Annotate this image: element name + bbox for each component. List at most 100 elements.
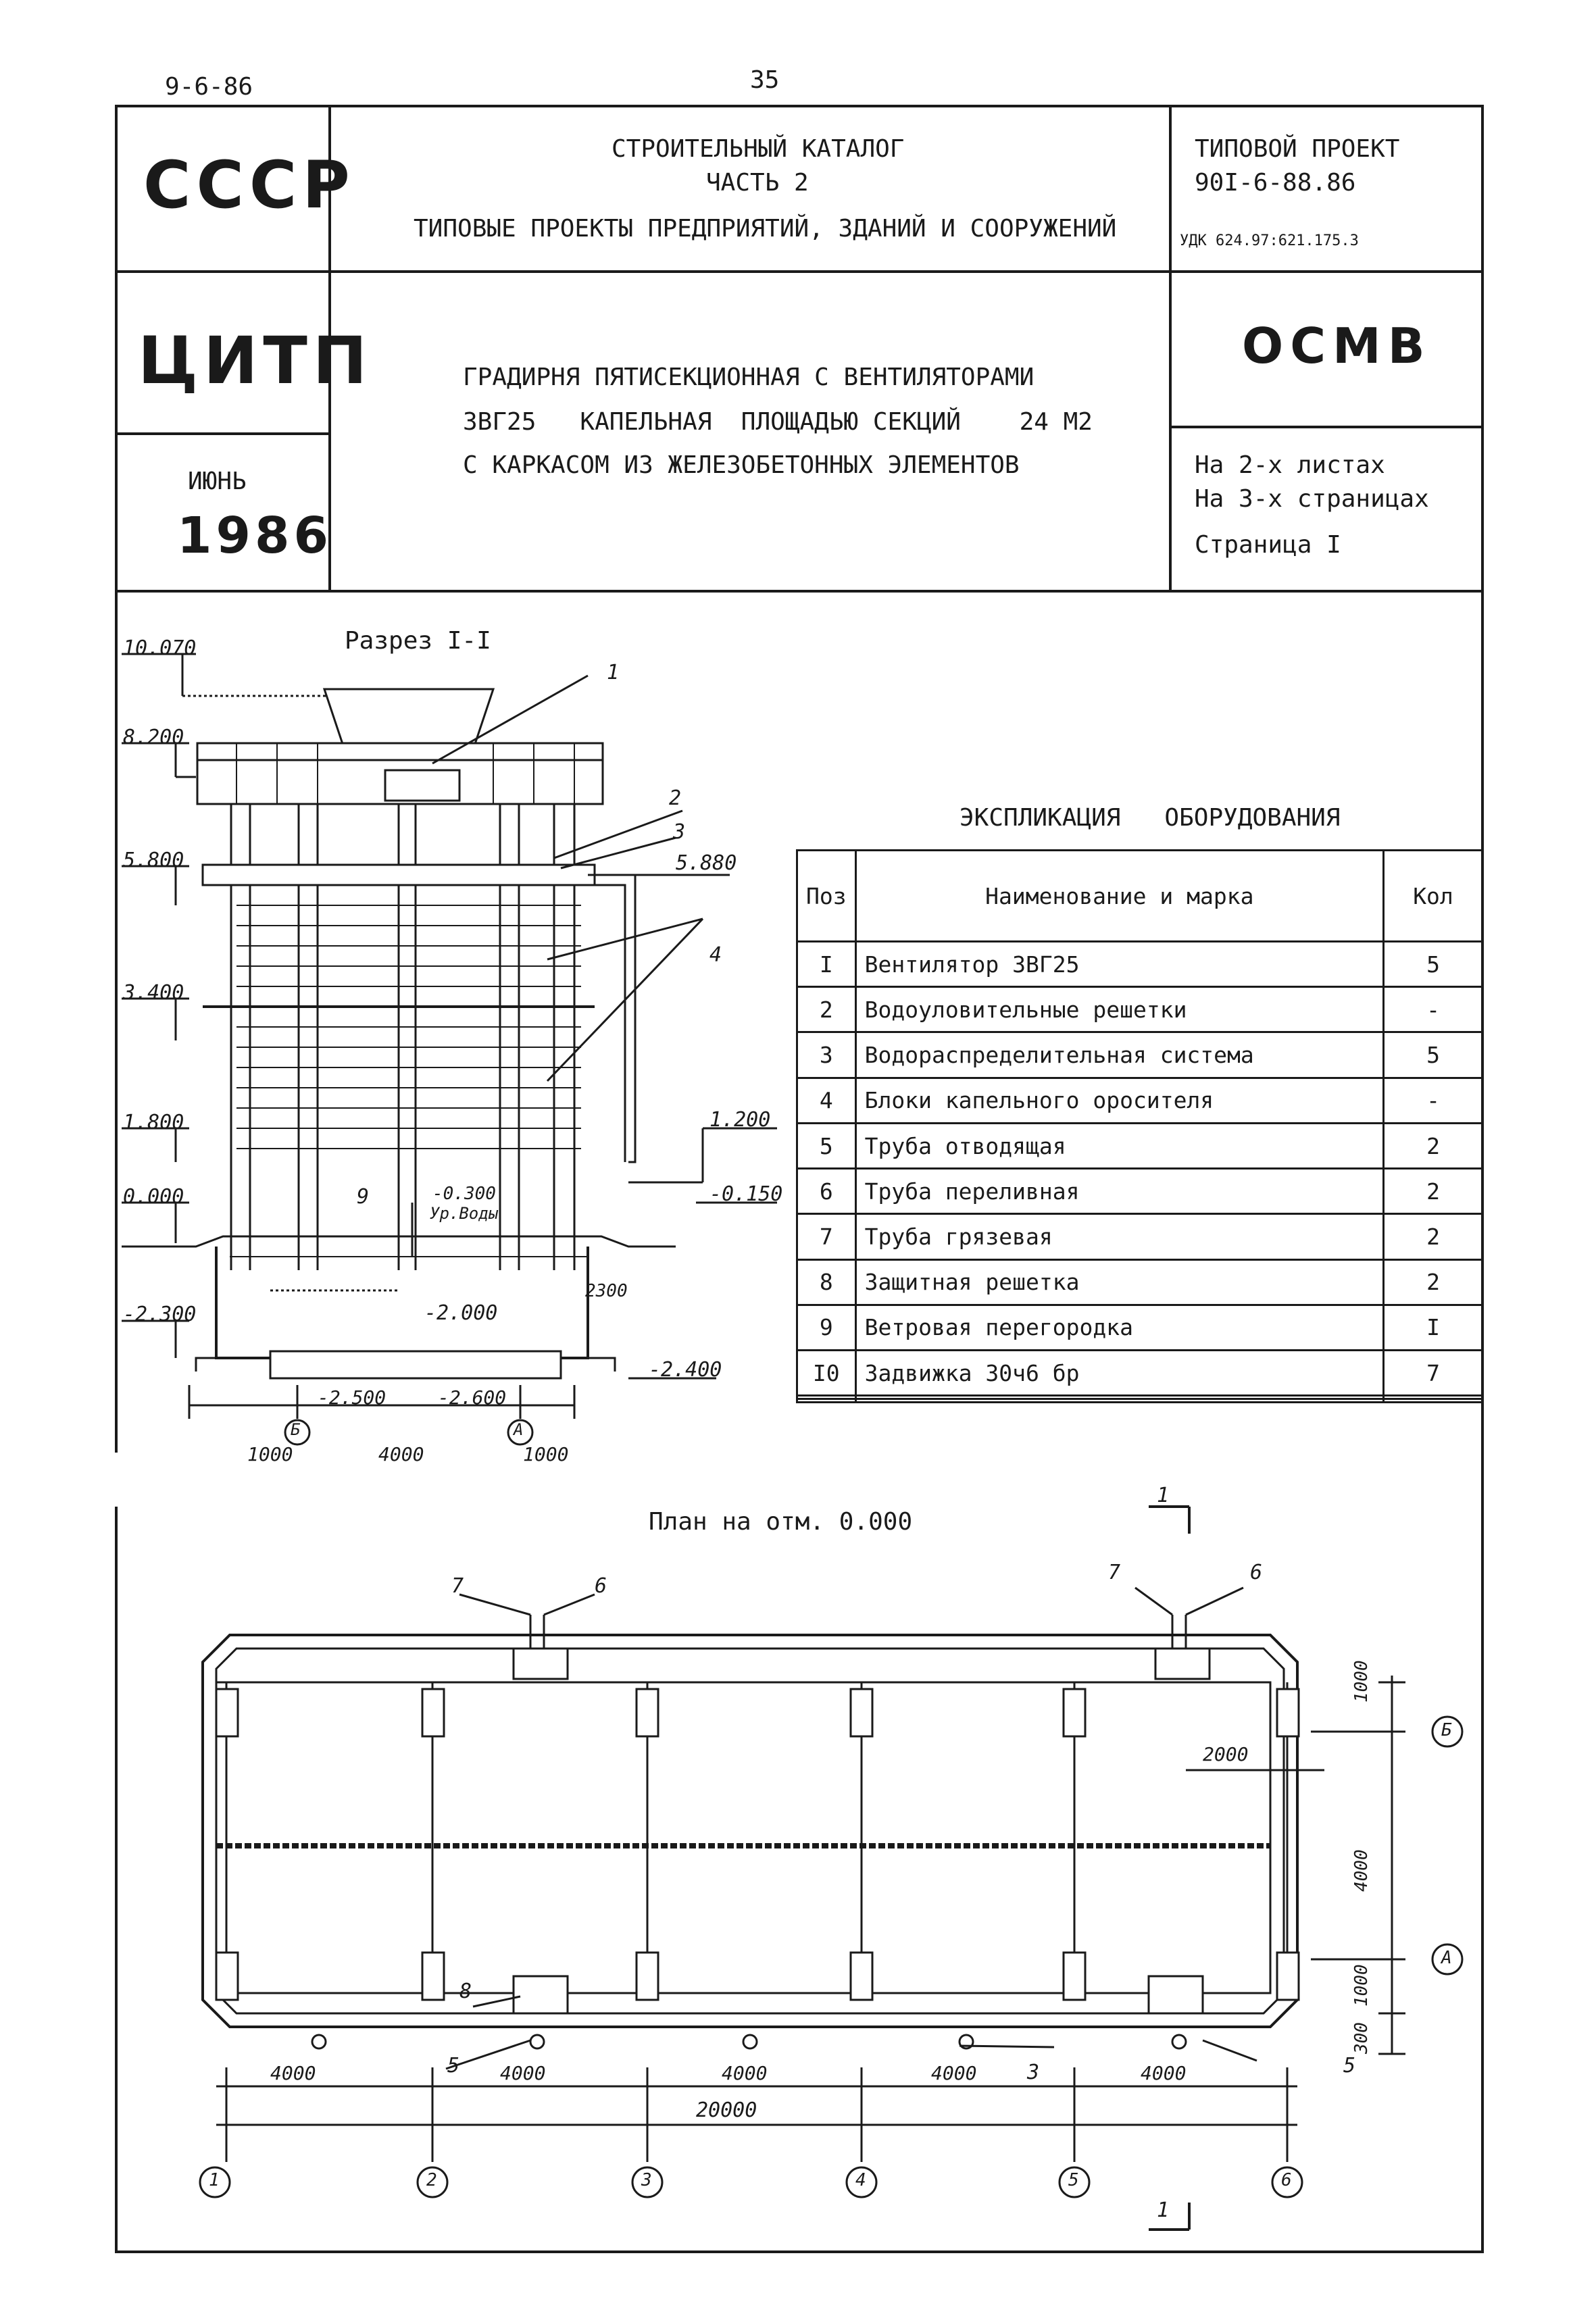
level-0000: 0.000 [123, 1185, 184, 1209]
section-dim-4000: 4000 [378, 1443, 424, 1465]
plan-axis-4: 4 [855, 2170, 866, 2190]
section-dim-1000-left: 1000 [247, 1443, 293, 1465]
section-axis-a: А [514, 1420, 524, 1439]
plan-dim-4000-1: 4000 [270, 2062, 316, 2084]
level-minus-2500: -2.500 [318, 1386, 386, 1409]
plan-axis-5: 5 [1068, 2170, 1079, 2190]
table-row-empty [796, 1398, 1484, 1403]
udk-label: УДК 624.97:621.175.3 [1180, 232, 1359, 249]
plan-axis-a: А [1441, 1948, 1452, 1968]
table-header-row: Поз Наименование и марка Кол [796, 849, 1484, 942]
level-minus-2000: -2.000 [424, 1301, 498, 1325]
header-divider-right [1169, 105, 1172, 591]
plan-dim-4000-3: 4000 [722, 2062, 768, 2084]
level-5880: 5.880 [676, 851, 737, 875]
pages-count: На 3-х страницах [1195, 485, 1429, 513]
catalog-line-1: СТРОИТЕЛЬНЫЙ КАТАЛОГ [612, 135, 905, 163]
plan-callout-6-right: 6 [1250, 1561, 1263, 1584]
sheets-count: На 2-х листах [1195, 451, 1385, 479]
plan-callout-5-left: 5 [447, 2054, 460, 2078]
header-right-line-2 [1169, 426, 1484, 428]
level-minus-2300: -2.300 [123, 1303, 197, 1326]
section-drawing [122, 653, 777, 1446]
section-callout-2: 2 [669, 786, 682, 810]
table-title: ЭКСПЛИКАЦИЯ ОБОРУДОВАНИЯ [959, 804, 1341, 832]
catalog-line-3: ТИПОВЫЕ ПРОЕКТЫ ПРЕДПРИЯТИЙ, ЗДАНИЙ И СО… [414, 215, 1117, 243]
header-bottom-line [115, 590, 1484, 593]
level-minus-2600: -2.600 [438, 1386, 507, 1409]
page-number: 35 [750, 66, 780, 94]
org-citp: ЦИТП [138, 323, 373, 399]
level-minus-0150: -0.150 [709, 1182, 783, 1206]
plan-callout-3: 3 [1027, 2061, 1040, 2084]
plan-axis-6: 6 [1281, 2170, 1292, 2190]
section-callout-3: 3 [673, 820, 686, 844]
plan-dim-right-1000-bottom: 1000 [1351, 1964, 1372, 2007]
level-markers [122, 653, 196, 1358]
level-5800: 5.800 [123, 849, 184, 872]
project-number: 90I-6-88.86 [1195, 169, 1356, 197]
plan-axis-2: 2 [426, 2170, 437, 2190]
level-8200: 8.200 [123, 726, 184, 749]
section-dim-1000-right: 1000 [523, 1443, 569, 1465]
plan-axis-1: 1 [209, 2170, 220, 2190]
level-3400: 3.400 [123, 981, 184, 1005]
project-label: ТИПОВОЙ ПРОЕКТ [1195, 135, 1400, 163]
water-level-label: Ур.Воды [430, 1204, 499, 1223]
plan-section-mark-bottom: 1 [1157, 2198, 1170, 2222]
level-minus-2400: -2.400 [649, 1358, 722, 1382]
plan-callout-7-left: 7 [451, 1574, 464, 1598]
table-row-empty [796, 1394, 1484, 1401]
level-1200: 1.200 [709, 1108, 771, 1132]
header-divider-left [328, 105, 331, 591]
dim-2300: 2300 [585, 1281, 628, 1301]
level-1800: 1.800 [123, 1111, 184, 1134]
plan-callout-5-right: 5 [1343, 2054, 1356, 2078]
level-minus-0300: -0.300 [432, 1184, 496, 1204]
page-label: Страница I [1195, 531, 1341, 559]
section-callout-1: 1 [607, 661, 620, 684]
section-axis-b: Б [291, 1420, 301, 1439]
plan-dim-total: 20000 [696, 2098, 757, 2122]
left-gap-mark [115, 1453, 118, 1507]
header-row-line-1 [115, 270, 1484, 273]
plan-dim-4000-5: 4000 [1141, 2062, 1187, 2084]
level-10070: 10.070 [123, 636, 197, 660]
plan-axis-b: Б [1441, 1720, 1452, 1740]
plan-callout-7-right: 7 [1108, 1561, 1121, 1584]
catalog-line-2: ЧАСТЬ 2 [706, 169, 809, 197]
org-ussr: СССР [143, 147, 355, 223]
title-line-2: 3ВГ25 КАПЕЛЬНАЯ ПЛОЩАДЬЮ СЕКЦИЙ 24 М2 [463, 408, 1093, 436]
title-line-1: ГРАДИРНЯ ПЯТИСЕКЦИОННАЯ С ВЕНТИЛЯТОРАМИ [463, 363, 1034, 391]
plan-title: План на отм. 0.000 [649, 1508, 913, 1536]
plan-drawing [199, 1505, 1464, 2231]
plan-callout-8: 8 [459, 1980, 472, 2003]
section-callout-4: 4 [709, 943, 722, 967]
plan-dim-right-300: 300 [1351, 2022, 1372, 2054]
plan-dim-2000: 2000 [1203, 1743, 1249, 1765]
col-qty-header: Кол [1382, 849, 1484, 942]
col-name-header: Наименование и марка [854, 849, 1385, 942]
plan-callout-6-left: 6 [595, 1574, 607, 1598]
month-label: ИЮНЬ [188, 468, 247, 495]
document-code: 9-6-86 [165, 73, 253, 101]
plan-section-mark-top: 1 [1157, 1484, 1170, 1507]
title-line-3: С КАРКАСОМ ИЗ ЖЕЛЕЗОБЕТОННЫХ ЭЛЕМЕНТОВ [463, 451, 1020, 479]
plan-dim-4000-4: 4000 [931, 2062, 977, 2084]
plan-dim-4000-2: 4000 [500, 2062, 546, 2084]
year-label: 1986 [177, 507, 332, 565]
col-pos-header: Поз [796, 849, 857, 942]
plan-dim-right-1000-top: 1000 [1351, 1660, 1372, 1703]
plan-dim-right-4000: 4000 [1351, 1849, 1372, 1892]
section-title: Разрез I-I [345, 627, 491, 655]
header-left-line-2 [115, 432, 330, 435]
